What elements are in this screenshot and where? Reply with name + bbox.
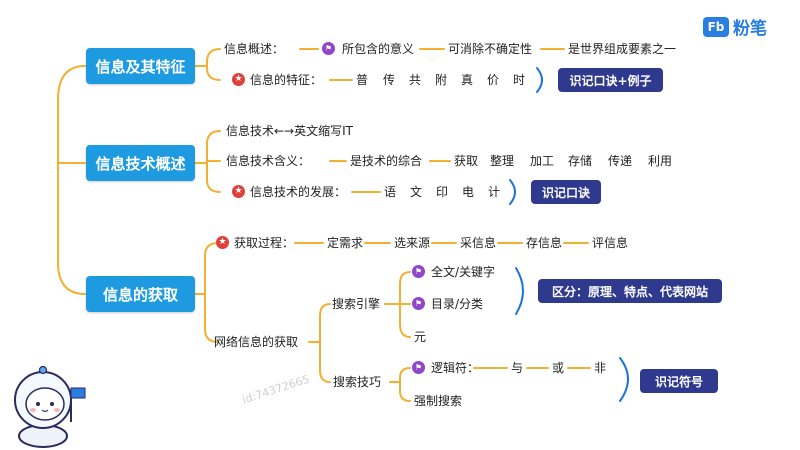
- feature-item: 共: [409, 73, 422, 87]
- it-abbreviation: 信息技术←→英文缩写IT: [226, 124, 353, 138]
- node-it-overview: 信息技术概述: [86, 145, 195, 181]
- star-icon: ★: [216, 236, 229, 249]
- it-meaning-item: 利用: [648, 154, 673, 168]
- note-distinguish: 区分：原理、特点、代表网站: [538, 279, 722, 303]
- it-dev-label: 信息技术的发展：: [250, 185, 347, 199]
- info-feature-label: 信息的特征：: [250, 73, 323, 87]
- dev-item: 电: [462, 185, 475, 199]
- it-meaning-lead: 是技术的综合: [350, 154, 423, 168]
- logic-operator-label: 逻辑符：: [431, 361, 480, 375]
- engine-type: 目录/分类: [431, 297, 484, 311]
- dev-item: 计: [488, 185, 501, 199]
- flag-icon: ⚑: [412, 361, 425, 374]
- feature-item: 价: [487, 73, 500, 87]
- feature-item: 时: [513, 73, 526, 87]
- process-step: 定需求: [327, 236, 364, 250]
- network-acquisition-label: 网络信息的获取: [214, 335, 299, 349]
- note-mnemonic: 识记口诀: [531, 180, 601, 204]
- star-icon: ★: [232, 73, 245, 86]
- process-label: 获取过程：: [234, 236, 295, 250]
- logic-op: 非: [594, 361, 607, 375]
- process-step: 存信息: [526, 236, 563, 250]
- search-engine-label: 搜索引擎: [332, 297, 381, 311]
- feature-item: 普: [356, 73, 369, 87]
- forced-search: 强制搜索: [414, 394, 463, 408]
- concept-item: 是世界组成要素之一: [568, 42, 677, 56]
- note-symbols: 识记符号: [640, 369, 718, 393]
- flag-icon: ⚑: [412, 297, 425, 310]
- it-meaning-label: 信息技术含义：: [226, 154, 311, 168]
- it-meaning-item: 加工: [530, 154, 555, 168]
- process-step: 选来源: [394, 236, 431, 250]
- star-icon: ★: [232, 185, 245, 198]
- astronaut-mascot: [14, 365, 86, 448]
- node-info-and-features: 信息及其特征: [86, 48, 195, 84]
- dev-item: 语: [384, 185, 397, 199]
- dev-item: 印: [436, 185, 449, 199]
- it-meaning-item: 存储: [568, 154, 593, 168]
- concept-item: 可消除不确定性: [448, 42, 533, 56]
- it-meaning-item: 整理: [490, 154, 515, 168]
- logic-op: 或: [552, 361, 565, 375]
- it-meaning-item: 获取: [454, 154, 479, 168]
- dev-item: 文: [410, 185, 423, 199]
- concept-item: 所包含的意义: [342, 42, 415, 56]
- logo-text: 粉笔: [733, 19, 767, 39]
- search-skill-label: 搜索技巧: [333, 375, 382, 389]
- logic-op: 与: [511, 361, 524, 375]
- flag-icon: ⚑: [412, 265, 425, 278]
- info-overview-label: 信息概述：: [224, 42, 285, 56]
- process-step: 采信息: [460, 236, 497, 250]
- flag-icon: ⚑: [322, 42, 335, 55]
- fenbi-logo: Fb 粉笔: [703, 14, 767, 39]
- node-info-acquisition: 信息的获取: [86, 276, 195, 312]
- it-meaning-item: 传递: [608, 154, 633, 168]
- logo-mark: Fb: [703, 16, 729, 37]
- engine-type: 全文/关键字: [431, 265, 496, 279]
- engine-type: 元: [414, 330, 427, 344]
- note-mnemonic-examples: 识记口诀+例子: [558, 68, 663, 92]
- feature-item: 真: [461, 73, 474, 87]
- feature-item: 传: [383, 73, 396, 87]
- feature-item: 附: [435, 73, 448, 87]
- process-step: 评信息: [592, 236, 629, 250]
